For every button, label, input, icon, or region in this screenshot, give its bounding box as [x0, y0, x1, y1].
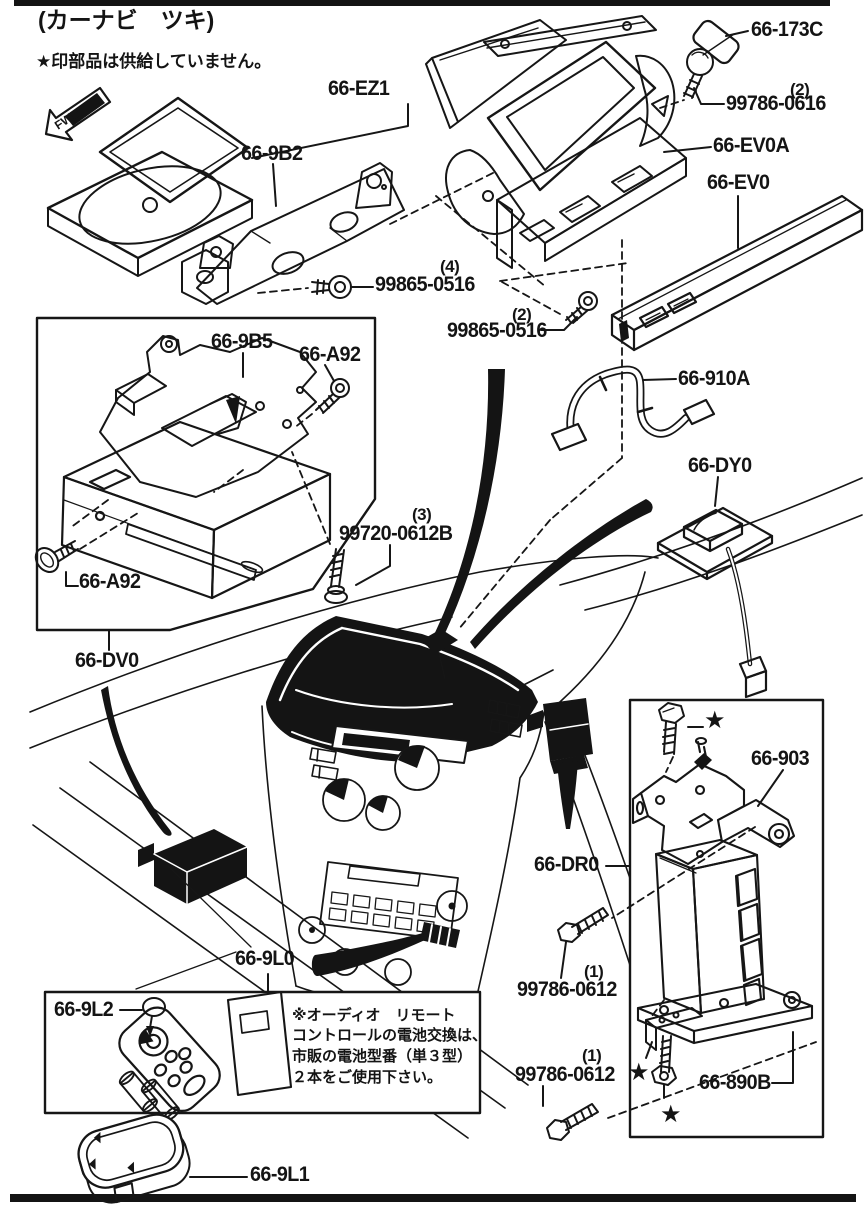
qty-99786-0612-upper: (1) — [584, 962, 604, 981]
battery-note-line3: 市販の電池型番（単３型） — [292, 1048, 473, 1065]
screw-a92-upper — [315, 378, 350, 414]
bracket-903 — [631, 736, 796, 866]
module-location-silhouette — [527, 698, 593, 774]
part-label-66-ev0a: 66-EV0A — [713, 134, 790, 157]
page-border-bars — [10, 0, 856, 1202]
part-label-66-910a: 66-910A — [678, 367, 750, 390]
part-label-66-ev0: 66-EV0 — [707, 171, 770, 194]
part-label-66-9l1: 66-9L1 — [250, 1163, 310, 1186]
supply-note: ★印部品は供給していません。 — [36, 52, 272, 71]
dashed-lines — [69, 99, 817, 1119]
screw-99865-0516-x4 — [311, 275, 352, 299]
detail-box-nav-unit — [34, 316, 377, 632]
qty-99786-0616: (2) — [790, 80, 810, 99]
part-label-66-ez1: 66-EZ1 — [328, 77, 390, 100]
variant-note: (カーナビ ツキ) — [38, 7, 215, 33]
pointer-swoosh-arrows — [101, 369, 653, 977]
fwd-arrow-icon — [44, 86, 112, 142]
part-label-66-a92-upper: 66-A92 — [299, 343, 361, 366]
qty-99865-0516-x4: (4) — [440, 257, 460, 276]
detail-box-module — [628, 698, 825, 1139]
cable-910a — [550, 365, 716, 452]
head-unit-ev0 — [610, 194, 864, 352]
part-label-66-173c: 66-173C — [751, 18, 823, 41]
screw-99865-0516-x2 — [565, 291, 598, 324]
qty-99786-0612-lower: (1) — [582, 1046, 602, 1065]
instruction-card — [226, 990, 293, 1097]
screw-99786-0612-lower — [546, 1103, 599, 1141]
detail-box-remote — [43, 990, 482, 1121]
star-mark-bolt: ★ — [704, 706, 726, 734]
part-label-66-a92-lower: 66-A92 — [79, 570, 141, 593]
nav-cd-unit — [60, 420, 332, 600]
part-label-66-890b: 66-890B — [699, 1071, 771, 1094]
part-label-66-903: 66-903 — [751, 747, 810, 770]
control-module-unit — [654, 838, 766, 1015]
pad-173c — [692, 19, 740, 65]
screw-99786-0612-upper — [557, 907, 609, 943]
dashboard-artwork — [29, 477, 863, 1139]
screw-99786-0616 — [683, 48, 714, 99]
qty-99865-0516-x2: (2) — [512, 305, 532, 324]
qty-99720-0612b: (3) — [412, 505, 432, 524]
battery-note-line1: ※オーディオ リモート — [292, 1007, 456, 1024]
battery-note-line4: ２本をご使用下さい。 — [292, 1069, 443, 1086]
remote-control — [118, 1006, 221, 1112]
console-tray-9l1 — [77, 1113, 191, 1204]
display-assembly-ev0a — [425, 15, 687, 269]
ez1-display-unit — [46, 96, 254, 277]
star-mark-890b-left: ★ — [628, 1058, 650, 1086]
part-label-99786-0612-upper: 99786-0612 — [517, 978, 617, 1001]
cd-disc — [78, 165, 222, 245]
screw-a92-lower — [34, 540, 79, 573]
part-label-66-dv0: 66-DV0 — [75, 649, 139, 672]
battery-note-line2: コントロールの電池交換は、 — [292, 1027, 488, 1044]
part-label-99865-0516-x2: 99865-0516 — [447, 319, 547, 342]
part-label-99786-0612-lower: 99786-0612 — [515, 1063, 615, 1086]
part-label-99720-0612b: 99720-0612B — [339, 522, 453, 545]
part-label-66-9l2: 66-9L2 — [54, 998, 114, 1021]
screw-99720-0612b — [324, 548, 348, 604]
nav-unit-location-silhouette — [138, 829, 247, 904]
part-label-66-dy0: 66-DY0 — [688, 454, 752, 477]
part-label-99865-0516-x4: 99865-0516 — [375, 273, 475, 296]
part-label-66-9l0: 66-9L0 — [235, 947, 295, 970]
leader-lines — [65, 30, 794, 1178]
bracket-9b5 — [99, 335, 317, 498]
part-label-99786-0616: 99786-0616 — [726, 92, 826, 115]
part-label-66-9b2: 66-9B2 — [241, 142, 303, 165]
bracket-9b2 — [181, 162, 405, 305]
star-mark-890b-below: ★ — [660, 1100, 682, 1128]
gps-antenna-dy0 — [656, 506, 774, 699]
bolt-star — [658, 702, 685, 755]
part-label-66-9b5: 66-9B5 — [211, 330, 273, 353]
part-label-66-dr0: 66-DR0 — [534, 853, 599, 876]
